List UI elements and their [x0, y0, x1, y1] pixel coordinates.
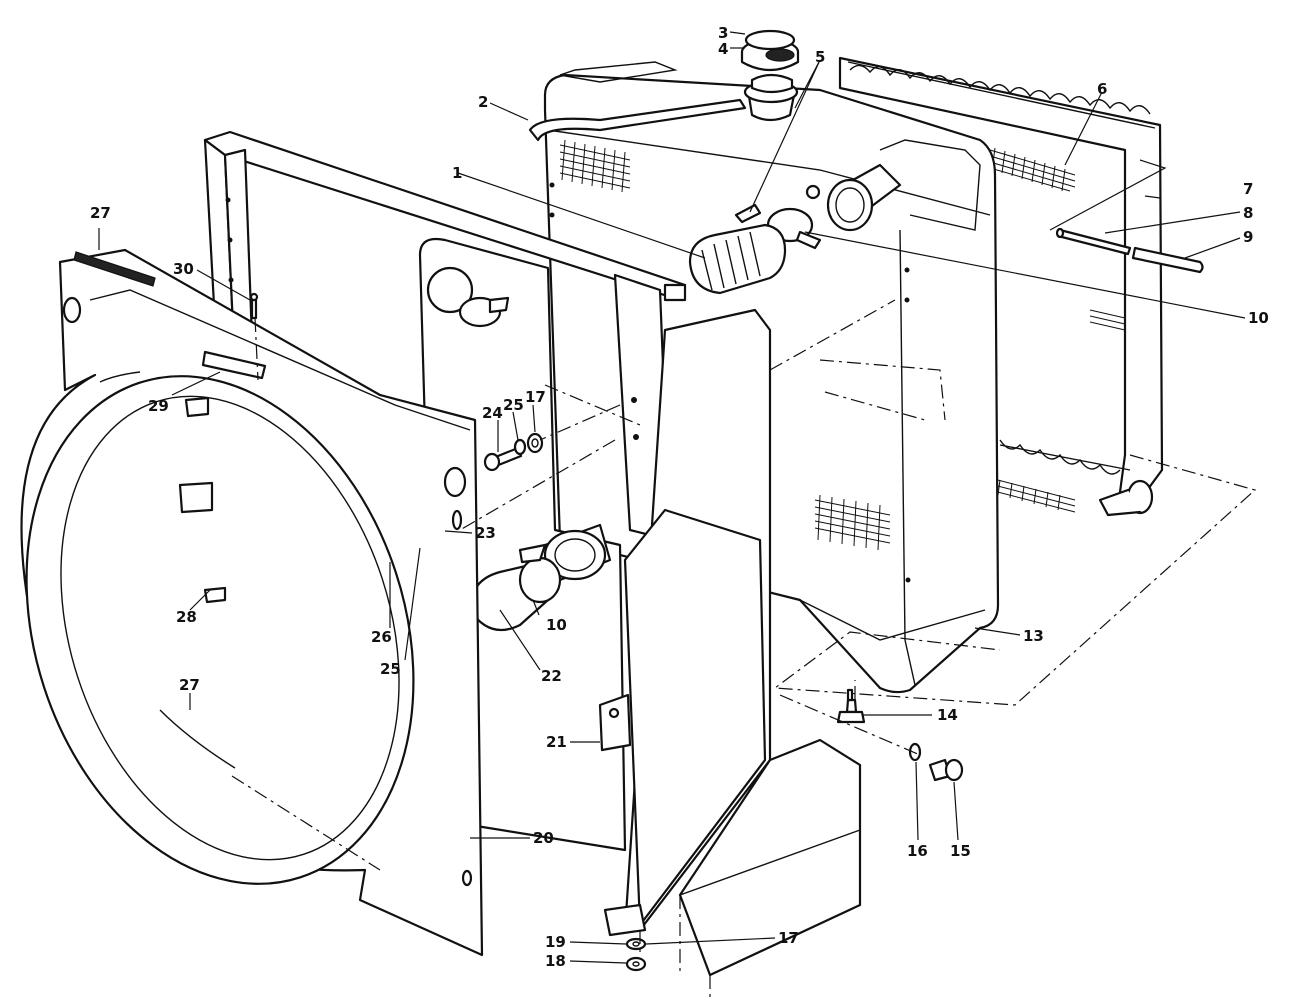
callout-24: 24 — [482, 404, 503, 422]
callout-27-top: 27 — [90, 204, 111, 222]
callout-5: 5 — [815, 48, 825, 66]
bolt-24 — [483, 446, 523, 472]
callout-30: 30 — [173, 260, 194, 278]
callout-14: 14 — [937, 706, 958, 724]
callout-26: 26 — [371, 628, 392, 646]
callout-16: 16 — [907, 842, 928, 860]
bolt-5 — [734, 184, 821, 224]
core-fin-hatch-upper — [989, 147, 1076, 192]
callout-28: 28 — [176, 608, 197, 626]
nut-18 — [625, 956, 647, 972]
callout-17-upper: 17 — [525, 388, 546, 406]
phantom-lines — [231, 299, 1257, 1000]
clamp-shroud — [426, 266, 510, 328]
callout-22: 22 — [541, 667, 562, 685]
callout-4: 4 — [718, 40, 728, 58]
callout-25-lower: 25 — [380, 660, 401, 678]
callout-10-upper: 10 — [1248, 309, 1269, 327]
callout-8: 8 — [1243, 204, 1253, 222]
drain-plug — [928, 758, 964, 782]
callout-20: 20 — [533, 829, 554, 847]
callout-27-lower: 27 — [179, 676, 200, 694]
core-fin-hatch-lower — [989, 477, 1076, 513]
drain-washer — [908, 742, 922, 762]
callout-10-lower: 10 — [546, 616, 567, 634]
radiator-core — [838, 56, 1164, 517]
callout-23: 23 — [475, 524, 496, 542]
callout-17-lower: 17 — [778, 929, 799, 947]
filler-neck — [743, 73, 799, 122]
callout-21: 21 — [546, 733, 567, 751]
lockwasher-25 — [513, 438, 527, 456]
clip-30 — [249, 292, 259, 320]
callout-3: 3 — [718, 24, 728, 42]
leader-lines — [98, 31, 1246, 964]
callout-15: 15 — [950, 842, 971, 860]
upper-outlet-neck — [826, 163, 902, 232]
side-baffle — [598, 308, 772, 932]
callout-13: 13 — [1023, 627, 1044, 645]
lower-outlet-neck — [543, 523, 612, 582]
overflow-tube — [528, 98, 747, 142]
clamp-lower — [518, 543, 562, 604]
drain-cock — [836, 688, 866, 724]
core-fin-hatch-side — [1089, 309, 1126, 331]
callout-9: 9 — [1243, 228, 1253, 246]
lower-bracket — [603, 738, 862, 977]
callout-2: 2 — [478, 93, 488, 111]
fan-shroud — [20, 248, 484, 957]
callout-labels: 3 4 5 2 6 1 7 8 9 27 30 10 29 24 25 17 2… — [90, 24, 1269, 970]
flatwasher-17 — [526, 432, 544, 454]
callout-19: 19 — [545, 933, 566, 951]
callout-18: 18 — [545, 952, 566, 970]
callout-1: 1 — [452, 164, 462, 182]
cap-gasket — [744, 29, 796, 51]
callout-6: 6 — [1097, 80, 1107, 98]
callout-29: 29 — [148, 397, 169, 415]
mounting-rod — [1055, 227, 1204, 274]
upper-hose — [688, 223, 787, 295]
washer-19-17 — [625, 937, 647, 951]
callout-25-upper: 25 — [503, 396, 524, 414]
callout-7: 7 — [1243, 180, 1253, 198]
